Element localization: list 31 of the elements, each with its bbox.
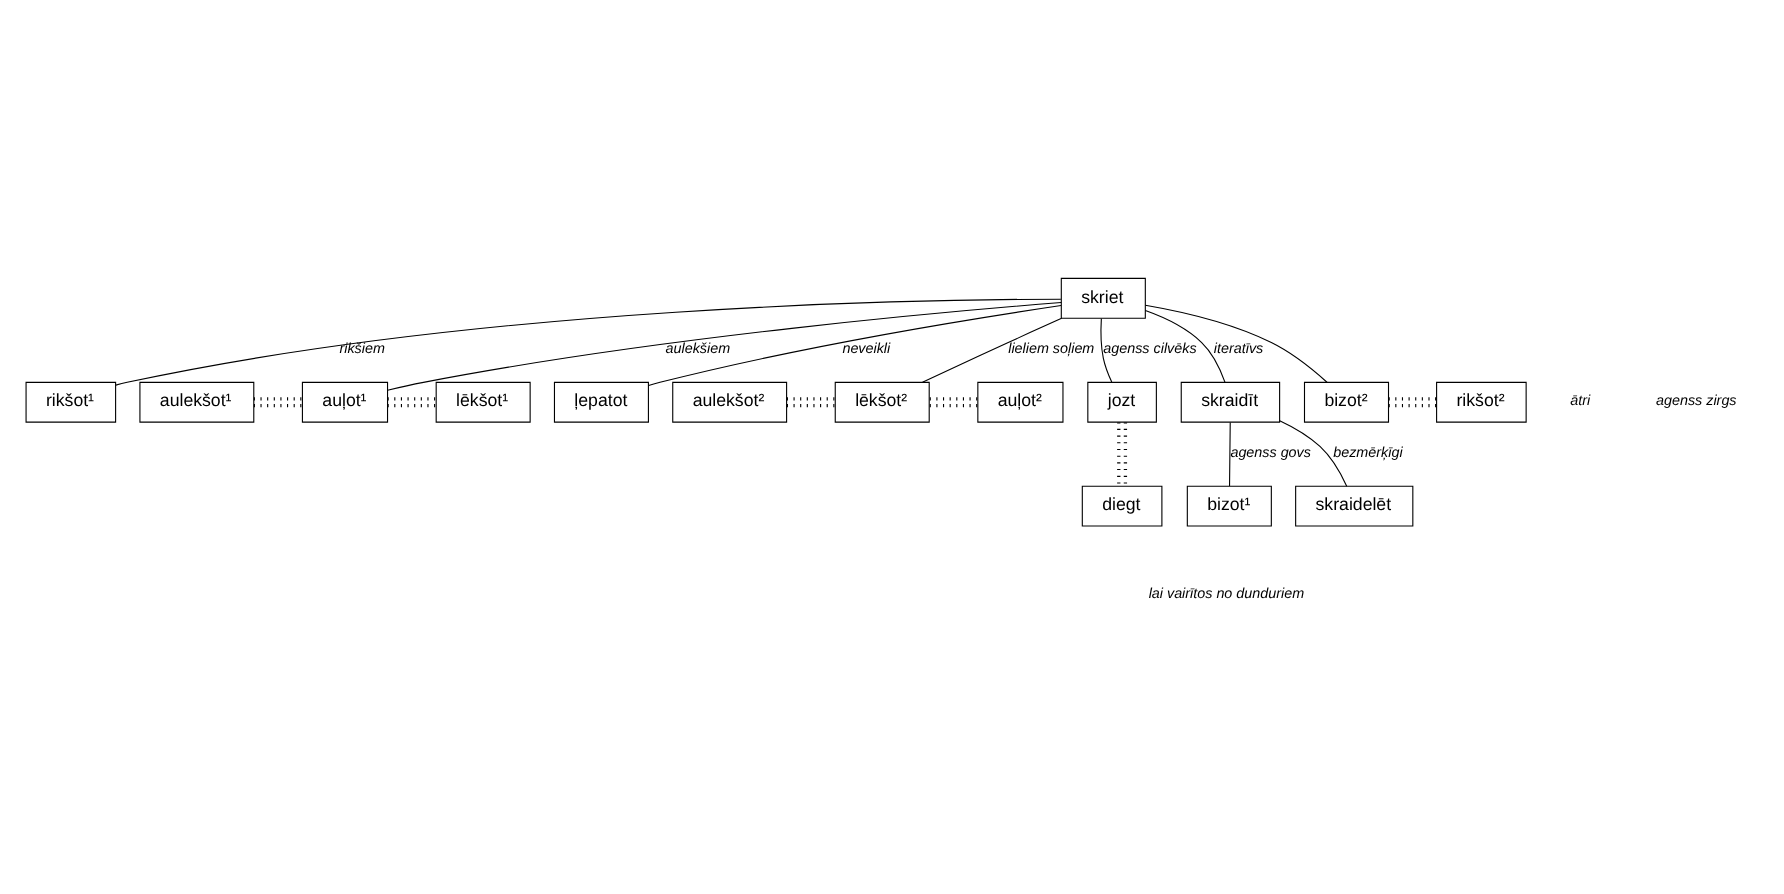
node-box: jozt	[1086, 381, 1156, 423]
connector	[1099, 318, 1112, 383]
connector	[928, 397, 977, 408]
node-box: aulekšot¹	[138, 381, 254, 423]
node-box: skriet	[1059, 277, 1145, 319]
node-box: skraidelēt	[1294, 485, 1413, 527]
node-box: aulekšot²	[671, 381, 787, 423]
node-box: lēkšot²	[833, 381, 929, 423]
node-box: ļepatot	[552, 381, 648, 423]
connector	[647, 304, 1061, 386]
node-box: lēkšot¹	[434, 381, 530, 423]
node-box: rikšot²	[1435, 381, 1526, 423]
connector	[1116, 422, 1127, 486]
connector	[1387, 397, 1436, 408]
connector	[1143, 310, 1225, 383]
connector	[1228, 421, 1230, 487]
node-box: bizot¹	[1185, 485, 1271, 527]
connector	[252, 397, 302, 408]
connector	[785, 397, 834, 408]
node-box: auļot²	[976, 381, 1063, 423]
node-box: rikšot¹	[24, 381, 116, 423]
node-box: skraidīt	[1179, 381, 1280, 423]
connector	[1278, 420, 1347, 487]
node-box: diegt	[1080, 485, 1162, 527]
connector	[1143, 304, 1327, 383]
connector	[386, 302, 1061, 391]
connector	[920, 317, 1062, 383]
node-box: bizot²	[1302, 381, 1389, 423]
node-box: auļot¹	[300, 381, 388, 423]
connector	[114, 298, 1061, 386]
connector	[386, 397, 436, 408]
